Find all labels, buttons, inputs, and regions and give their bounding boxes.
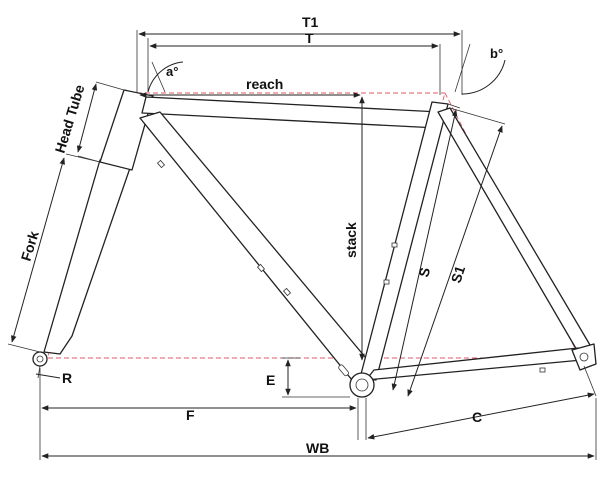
down-tube xyxy=(139,111,377,386)
label-head-tube: Head Tube xyxy=(52,83,88,155)
label-f: F xyxy=(186,407,195,423)
label-wb: WB xyxy=(306,440,329,456)
label-t: T xyxy=(305,30,314,46)
label-e: E xyxy=(266,372,275,388)
fork-blade xyxy=(43,159,131,355)
label-s1: S1 xyxy=(448,263,469,284)
label-s: S xyxy=(415,266,433,279)
label-t1: T1 xyxy=(302,14,319,30)
label-stack: stack xyxy=(343,222,359,258)
dimension-lines xyxy=(7,30,597,460)
label-reach: reach xyxy=(246,76,283,92)
seat-stay xyxy=(437,107,591,353)
seat-tube xyxy=(359,101,449,381)
label-r: R xyxy=(62,370,72,386)
top-tube xyxy=(141,96,441,129)
label-a-angle: a° xyxy=(166,64,178,79)
label-b-angle: b° xyxy=(490,46,503,61)
label-fork: Fork xyxy=(18,229,42,263)
label-c: C xyxy=(472,409,482,425)
bike-frame xyxy=(32,89,597,398)
